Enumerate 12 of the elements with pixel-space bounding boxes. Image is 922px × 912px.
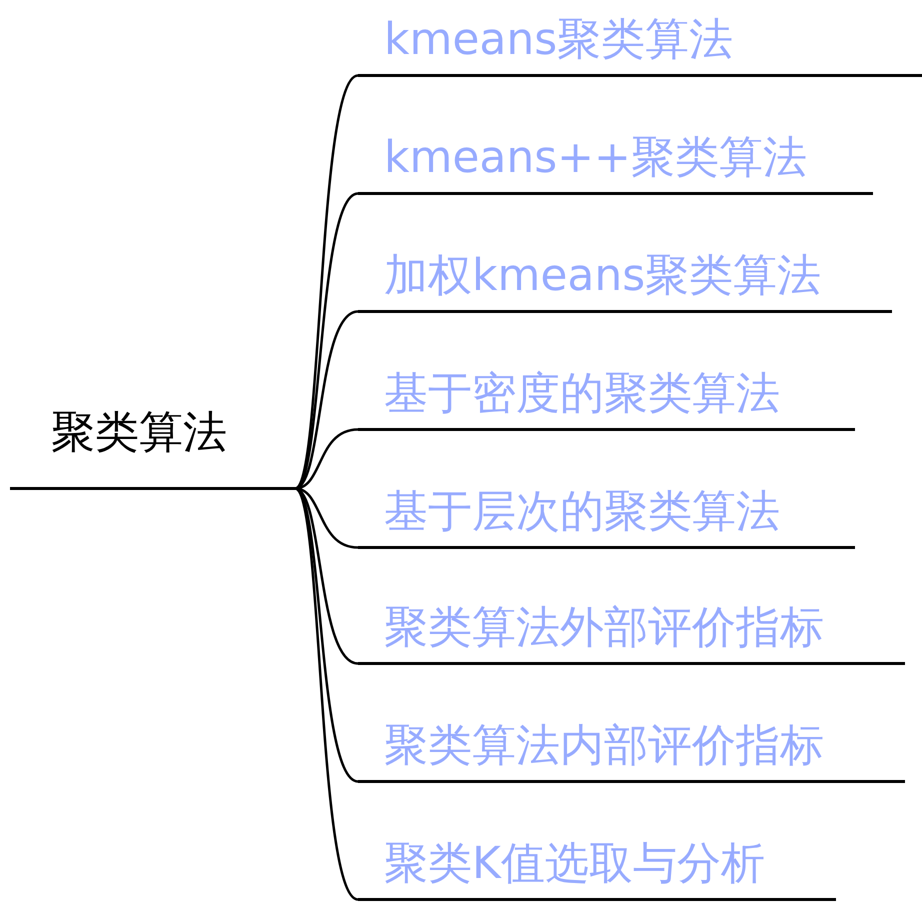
branch-topic: 基于密度的聚类算法 <box>358 355 855 431</box>
branch-connector <box>294 488 359 900</box>
branch-connector <box>294 74 359 490</box>
branch-topic: 基于层次的聚类算法 <box>358 473 855 549</box>
branch-topic: kmeans聚类算法 <box>358 1 922 77</box>
branch-topic: 加权kmeans聚类算法 <box>358 237 892 313</box>
branch-topic: kmeans++聚类算法 <box>358 119 873 195</box>
central-topic: 聚类算法 <box>10 380 295 490</box>
branch-topic: 聚类算法内部评价指标 <box>358 707 905 783</box>
branch-topic: 聚类K值选取与分析 <box>358 825 836 901</box>
branch-topic: 聚类算法外部评价指标 <box>358 589 905 665</box>
branch-connector <box>294 192 359 490</box>
